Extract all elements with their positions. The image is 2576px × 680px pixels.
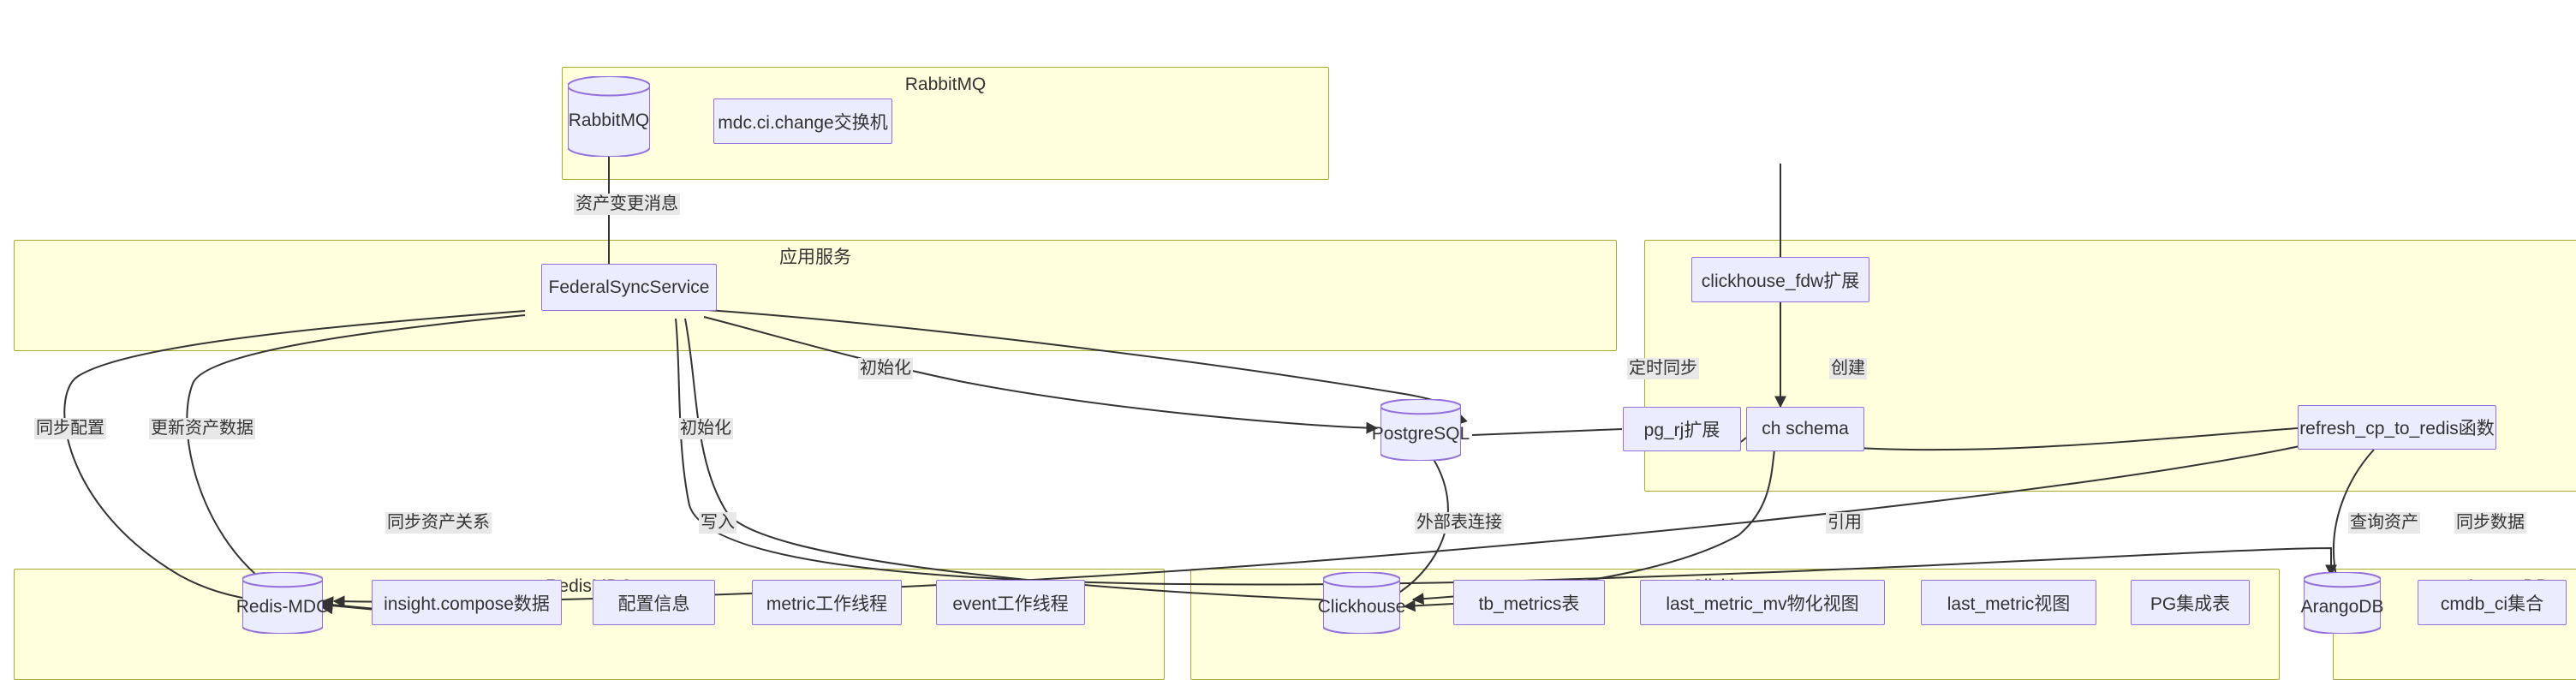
edge-label-create: 创建	[1829, 358, 1867, 379]
node-label: clickhouse_fdw扩展	[1701, 271, 1860, 291]
cylinder-icon	[1380, 399, 1461, 461]
node-label: tb_metrics表	[1478, 594, 1580, 614]
edge-label-init-left: 初始化	[678, 418, 733, 439]
edge-label-update-asset-data: 更新资产数据	[149, 418, 255, 439]
node-label: metric工作线程	[766, 594, 888, 614]
cluster-rabbitmq	[562, 67, 1329, 180]
cylinder-icon	[2304, 572, 2381, 634]
edge-label-sync-data: 同步数据	[2454, 512, 2526, 534]
edge-label-reference: 引用	[1826, 512, 1863, 534]
node-clickhouse-fdw-extension[interactable]: clickhouse_fdw扩展	[1691, 257, 1869, 302]
node-ch-schema[interactable]: ch schema	[1746, 407, 1864, 451]
edge-label-external-table-connection: 外部表连接	[1415, 512, 1504, 534]
node-label: last_metric_mv物化视图	[1666, 594, 1859, 614]
node-pg-integration-table[interactable]: PG集成表	[2131, 580, 2250, 625]
node-label: RabbitMQ	[568, 110, 650, 130]
node-redis-mdc-db[interactable]: Redis-MDC	[236, 572, 329, 634]
node-arangodb-db[interactable]: ArangoDB	[2300, 572, 2384, 634]
node-label: mdc.ci.change交换机	[718, 112, 888, 133]
node-label: 配置信息	[617, 594, 690, 614]
node-label: event工作线程	[952, 594, 1069, 614]
node-metric-worker-thread[interactable]: metric工作线程	[752, 580, 902, 625]
edge-federalsync-to-redis-update	[186, 314, 526, 601]
node-clickhouse-db[interactable]: Clickhouse	[1318, 572, 1405, 634]
edge-label-sync-config: 同步配置	[34, 418, 106, 439]
node-mdc-ci-change-exchange[interactable]: mdc.ci.change交换机	[713, 98, 892, 144]
node-cmdb-ci-collection[interactable]: cmdb_ci集合	[2418, 580, 2567, 625]
node-label: last_metric视图	[1947, 594, 2071, 614]
cylinder-icon	[1323, 572, 1400, 634]
node-event-worker-thread[interactable]: event工作线程	[936, 580, 1085, 625]
node-insight-compose-data[interactable]: insight.compose数据	[372, 580, 562, 625]
node-label: PG集成表	[2150, 594, 2231, 614]
cluster-label-rabbitmq: RabbitMQ	[904, 75, 987, 94]
edge-federalsync-to-clickhouse-write	[684, 318, 1367, 608]
node-label: FederalSyncService	[548, 277, 710, 297]
edge-label-sync-asset-relation: 同步资产关系	[385, 512, 492, 534]
node-label: Redis-MDC	[236, 597, 330, 617]
node-last-metric-mv-materialized-view[interactable]: last_metric_mv物化视图	[1640, 580, 1885, 625]
cylinder-icon	[568, 76, 650, 157]
edge-label-write: 写入	[699, 512, 736, 534]
node-label: insight.compose数据	[384, 594, 550, 614]
node-refresh-cp-to-redis-function[interactable]: refresh_cp_to_redis函数	[2298, 405, 2496, 450]
edge-label-asset-change-message: 资产变更消息	[574, 194, 680, 215]
node-label: pg_rj扩展	[1643, 421, 1720, 440]
node-label: ch schema	[1762, 419, 1849, 438]
node-rabbitmq-db[interactable]: RabbitMQ	[568, 76, 650, 157]
node-label: ArangoDB	[2300, 597, 2384, 617]
cluster-label-app-service: 应用服务	[779, 248, 851, 267]
edge-federalsync-to-redis-config	[63, 310, 526, 606]
node-label: refresh_cp_to_redis函数	[2299, 419, 2495, 438]
node-label: cmdb_ci集合	[2440, 594, 2544, 614]
node-config-info[interactable]: 配置信息	[593, 580, 715, 625]
node-label: PostgreSQL	[1371, 424, 1470, 444]
node-pg-rj-extension[interactable]: pg_rj扩展	[1623, 407, 1741, 451]
node-last-metric-view[interactable]: last_metric视图	[1921, 580, 2096, 625]
node-postgresql-db[interactable]: PostgreSQL	[1372, 399, 1470, 461]
node-label: Clickhouse	[1317, 597, 1406, 617]
edge-label-scheduled-sync: 定时同步	[1627, 358, 1699, 379]
node-federalsyncservice[interactable]: FederalSyncService	[541, 264, 717, 311]
edge-label-query-asset: 查询资产	[2348, 512, 2420, 534]
cylinder-icon	[242, 572, 323, 634]
edge-postgresql-to-pgrj	[1471, 428, 1623, 436]
edge-label-init-mid: 初始化	[858, 358, 913, 379]
node-tb-metrics-table[interactable]: tb_metrics表	[1453, 580, 1605, 625]
